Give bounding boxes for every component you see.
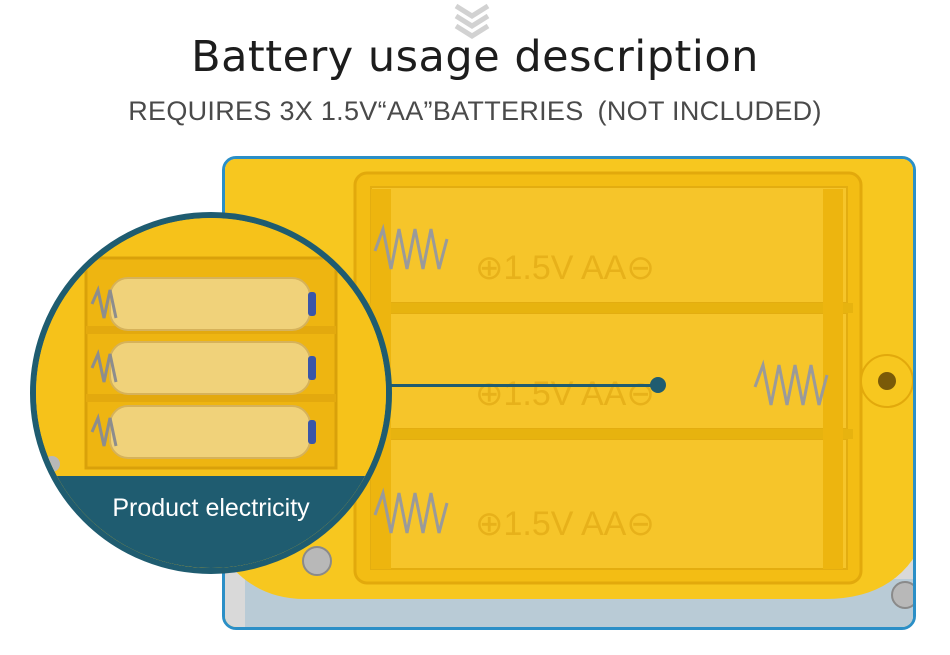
battery-requirement: REQUIRES 3X 1.5V“AA”BATTERIES (NOT INCLUD… [0,96,950,127]
zoomed-battery-callout: Product electricity [30,212,392,574]
callout-label: Product electricity [112,494,310,522]
not-included-note: (NOT INCLUDED) [597,96,822,126]
compartment-marking: ⊕1.5V AA⊖ [475,505,655,543]
battery-requirement-text: REQUIRES 3X 1.5V“AA”BATTERIES [128,96,584,126]
spring-icon [373,223,829,534]
callout-pointer-line [388,384,658,387]
triple-chevron-down-icon [454,3,490,39]
page-title: Battery usage description [191,32,759,82]
compartment-marking: ⊕1.5V AA⊖ [475,375,655,413]
battery-icon [109,277,311,331]
compartment-marking: ⊕1.5V AA⊖ [475,249,655,287]
battery-icon [109,341,311,395]
callout-pointer-dot [650,377,666,393]
callout-label-bar: Product electricity [36,476,386,568]
battery-icon [109,405,311,459]
